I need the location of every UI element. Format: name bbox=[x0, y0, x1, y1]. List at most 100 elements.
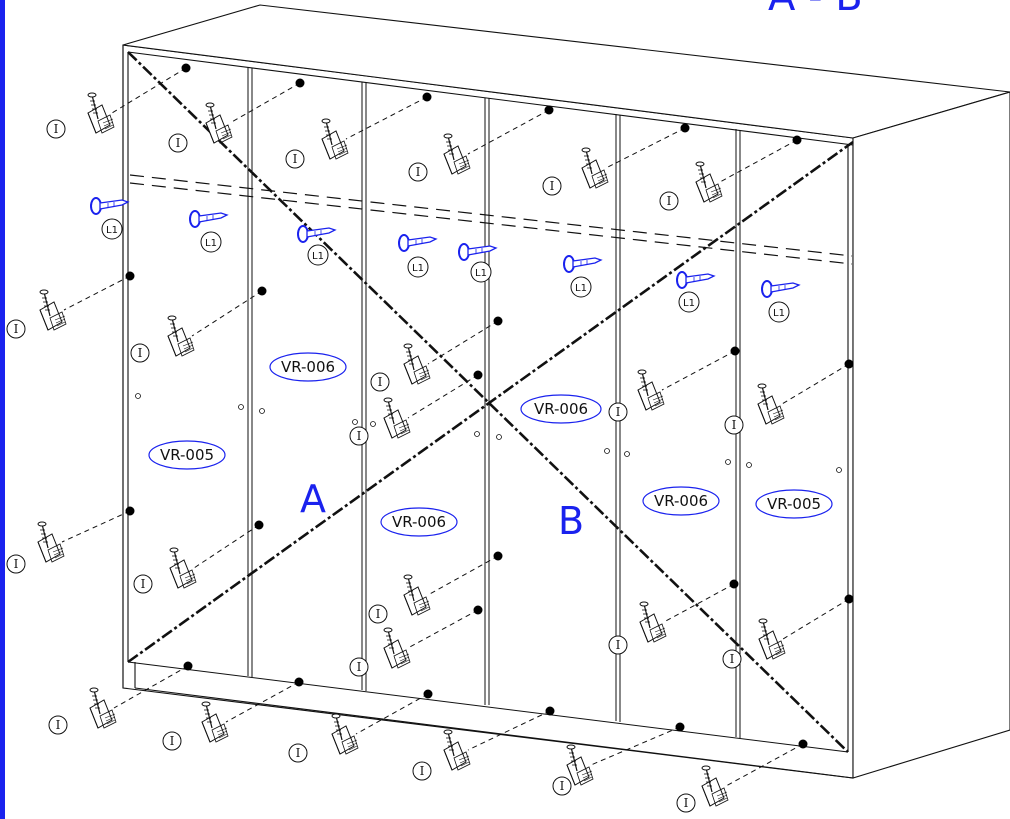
pin-callout-circle bbox=[570, 276, 592, 298]
fastener-hole-dot bbox=[183, 661, 193, 671]
page-edge-marker bbox=[0, 0, 5, 819]
svg-text:VR-006: VR-006 bbox=[654, 492, 708, 510]
fastener-hole-dot bbox=[493, 551, 503, 561]
svg-text:VR-006: VR-006 bbox=[392, 513, 446, 531]
part-callout-label: I bbox=[170, 734, 175, 748]
fastener-guide-line bbox=[63, 275, 131, 311]
panel-label-5: VR-006 bbox=[642, 486, 720, 516]
fastener-hole-dot bbox=[798, 739, 808, 749]
cabinet-body bbox=[122, 4, 1010, 779]
part-callout-label: I bbox=[560, 779, 565, 793]
fastener-guide-line bbox=[781, 363, 850, 405]
fastener-guide-line bbox=[467, 710, 551, 751]
part-callout-circle bbox=[370, 372, 390, 392]
fastener-hole-dot bbox=[675, 722, 685, 732]
fastener-16: I bbox=[349, 605, 483, 677]
shelf-pin-5: L1 bbox=[458, 243, 497, 283]
pin-callout-circle bbox=[200, 231, 222, 253]
part-callout-label: I bbox=[376, 607, 381, 621]
fastener-24: I bbox=[676, 739, 808, 813]
part-callout-circle bbox=[676, 793, 696, 813]
part-callout-circle bbox=[608, 635, 628, 655]
fastener-hole-dot bbox=[295, 78, 305, 88]
fastener-hole-dot bbox=[125, 271, 135, 281]
fastener-hole-dot bbox=[844, 594, 854, 604]
fastener-guide-line bbox=[782, 598, 850, 640]
pin-callout-label: L1 bbox=[106, 225, 118, 236]
fastener-hole-dot bbox=[257, 286, 267, 296]
fastener-guide-line bbox=[467, 109, 550, 155]
diagonal-lines bbox=[127, 51, 854, 753]
part-callout-circle bbox=[542, 176, 562, 196]
part-callout-circle bbox=[6, 554, 26, 574]
part-callout-circle bbox=[162, 731, 182, 751]
fastener-guide-line bbox=[61, 510, 131, 543]
fastener-guide-line bbox=[407, 374, 479, 419]
part-callout-circle bbox=[552, 776, 572, 796]
part-callout-label: I bbox=[296, 746, 301, 760]
fastener-17: I bbox=[608, 579, 739, 655]
panel-label-4: VR-006 bbox=[520, 394, 602, 424]
fastener-hole-dot bbox=[294, 677, 304, 687]
part-callout-circle bbox=[46, 119, 66, 139]
part-callout-label: I bbox=[138, 346, 143, 360]
part-callout-circle bbox=[349, 426, 369, 446]
fastener-hole-dot bbox=[545, 706, 555, 716]
fastener-hole-dot bbox=[730, 346, 740, 356]
svg-text:VR-006: VR-006 bbox=[534, 400, 588, 418]
part-callout-label: I bbox=[141, 577, 146, 591]
fastener-19: I bbox=[48, 661, 193, 735]
part-callout-circle bbox=[48, 715, 68, 735]
panel-label-1: VR-005 bbox=[148, 440, 226, 470]
fastener-15: I bbox=[368, 551, 503, 624]
fastener-guide-line bbox=[191, 290, 263, 337]
diagonal-label-a: A bbox=[300, 477, 326, 521]
fastener-3: I bbox=[285, 92, 432, 169]
part-callout-label: I bbox=[293, 152, 298, 166]
fastener-hole-dot bbox=[422, 92, 432, 102]
part-callout-circle bbox=[349, 657, 369, 677]
corner-bracket-icon bbox=[39, 289, 67, 331]
part-callout-label: I bbox=[684, 796, 689, 810]
part-callout-label: I bbox=[732, 418, 737, 432]
corner-bracket-icon bbox=[201, 701, 229, 743]
shelf-hidden-line bbox=[129, 174, 853, 265]
assembly-title: A - B bbox=[768, 0, 863, 20]
shelf-pin-2: L1 bbox=[189, 210, 228, 253]
fastener-13: I bbox=[6, 506, 135, 574]
shelf-pin-7: L1 bbox=[676, 271, 715, 313]
fastener-hole-dot bbox=[680, 123, 690, 133]
svg-text:VR-005: VR-005 bbox=[160, 446, 214, 464]
part-callout-circle bbox=[133, 574, 153, 594]
part-callout-label: I bbox=[550, 179, 555, 193]
fastener-23: I bbox=[552, 722, 685, 796]
part-callout-circle bbox=[724, 415, 744, 435]
part-callout-label: I bbox=[357, 429, 362, 443]
panel-label-2: VR-006 bbox=[269, 352, 347, 382]
svg-text:VR-006: VR-006 bbox=[281, 358, 335, 376]
part-callout-label: I bbox=[616, 405, 621, 419]
part-callout-label: I bbox=[416, 165, 421, 179]
part-callout-circle bbox=[368, 604, 388, 624]
fastener-guide-line bbox=[345, 96, 428, 140]
fastener-1: I bbox=[46, 63, 191, 139]
part-callout-label: I bbox=[54, 122, 59, 136]
fastener-hole-dot bbox=[254, 520, 264, 530]
part-callout-circle bbox=[130, 343, 150, 363]
fastener-hole-dot bbox=[423, 689, 433, 699]
pin-callout-circle bbox=[678, 291, 700, 313]
fastener-21: I bbox=[288, 689, 433, 763]
fastener-2: I bbox=[168, 78, 305, 153]
part-callout-circle bbox=[285, 149, 305, 169]
corner-bracket-icon bbox=[701, 765, 729, 807]
diagonal-label-b: B bbox=[558, 499, 584, 543]
fastener-guide-line bbox=[725, 743, 804, 787]
part-callout-label: I bbox=[420, 764, 425, 778]
corner-bracket-icon bbox=[331, 713, 359, 755]
part-callout-label: I bbox=[378, 375, 383, 389]
part-callout-circle bbox=[412, 761, 432, 781]
fastener-guide-line bbox=[427, 555, 499, 596]
fastener-hole-dot bbox=[473, 605, 483, 615]
corner-bracket-icon bbox=[87, 92, 115, 134]
